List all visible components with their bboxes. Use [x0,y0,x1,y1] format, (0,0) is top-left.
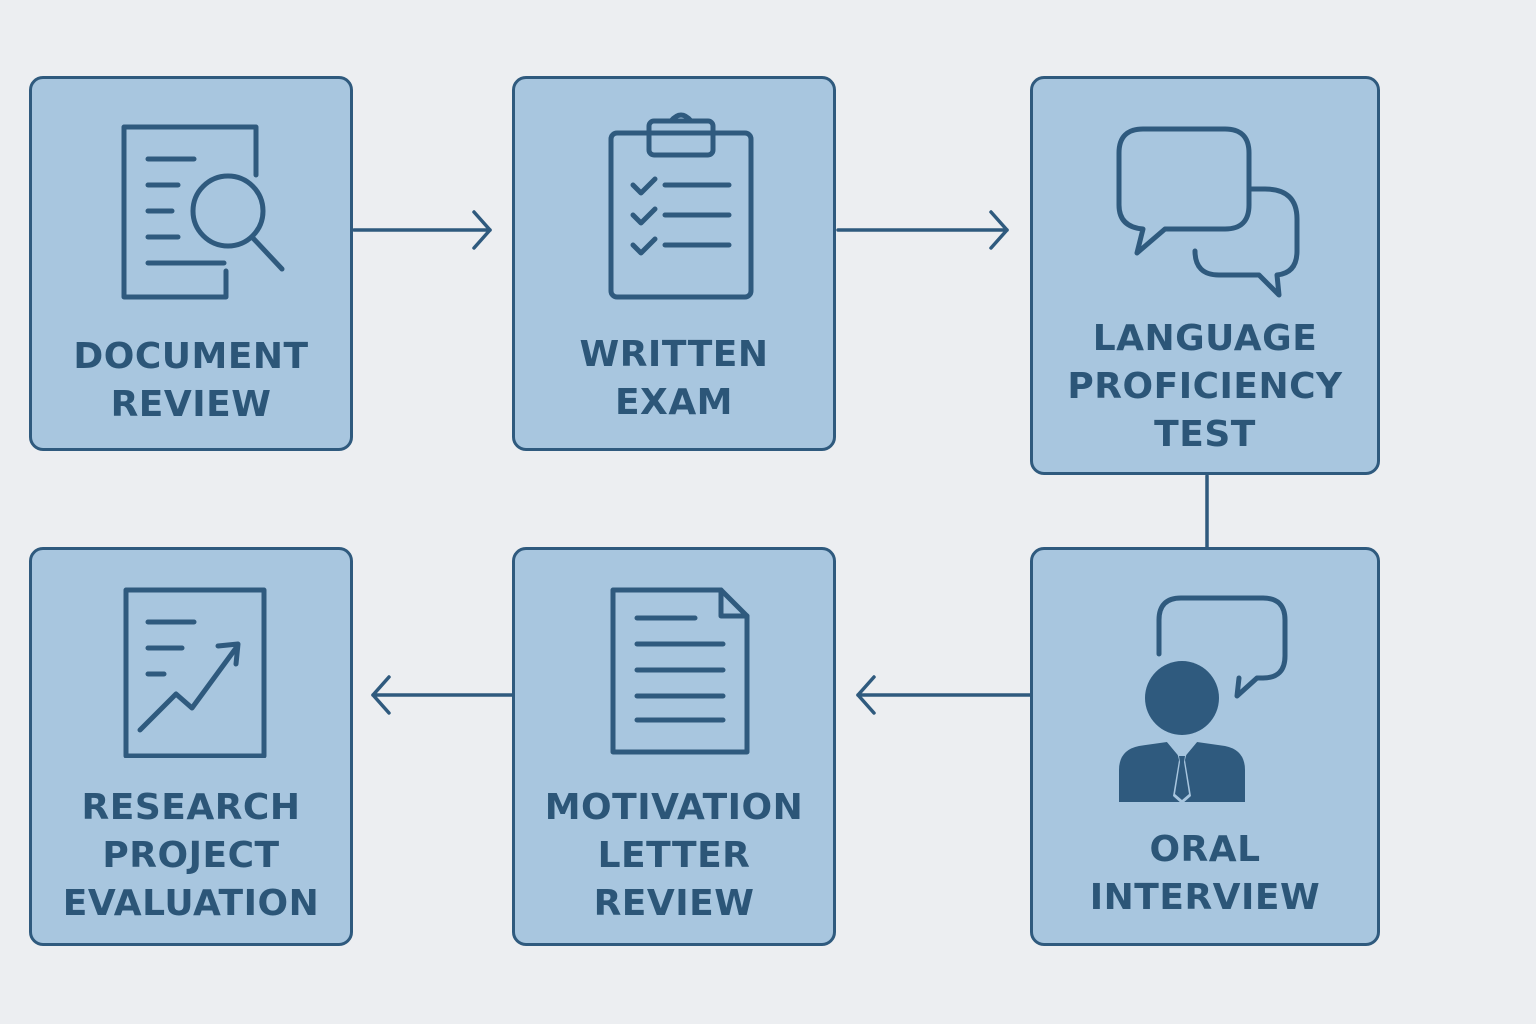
research-chart-icon [123,587,267,758]
document-search-icon [121,124,285,300]
step-label: LANGUAGE PROFICIENCY TEST [1067,318,1343,455]
step-research-project-evaluation: RESEARCH PROJECT EVALUATION [29,547,353,946]
speech-bubbles-icon [1116,126,1300,298]
step-label: WRITTEN EXAM [579,334,769,423]
step-document-review: DOCUMENT REVIEW [29,76,353,451]
arrow-oral-to-motivation [856,675,1032,715]
step-label: RESEARCH PROJECT EVALUATION [62,787,320,924]
step-label: DOCUMENT REVIEW [73,336,309,425]
step-written-exam: WRITTEN EXAM [512,76,836,451]
arrow-written-to-language [836,210,1009,250]
clipboard-checklist-icon [608,112,754,300]
letter-document-icon [610,587,750,755]
step-label: ORAL INTERVIEW [1089,829,1321,918]
step-motivation-letter-review: MOTIVATION LETTER REVIEW [512,547,836,946]
step-oral-interview: ORAL INTERVIEW [1030,547,1380,946]
arrow-motivation-to-research [371,675,514,715]
step-label: MOTIVATION LETTER REVIEW [544,787,804,924]
arrow-document-to-written [352,210,492,250]
step-language-proficiency-test: LANGUAGE PROFICIENCY TEST [1030,76,1380,475]
interviewer-icon [1119,595,1288,804]
